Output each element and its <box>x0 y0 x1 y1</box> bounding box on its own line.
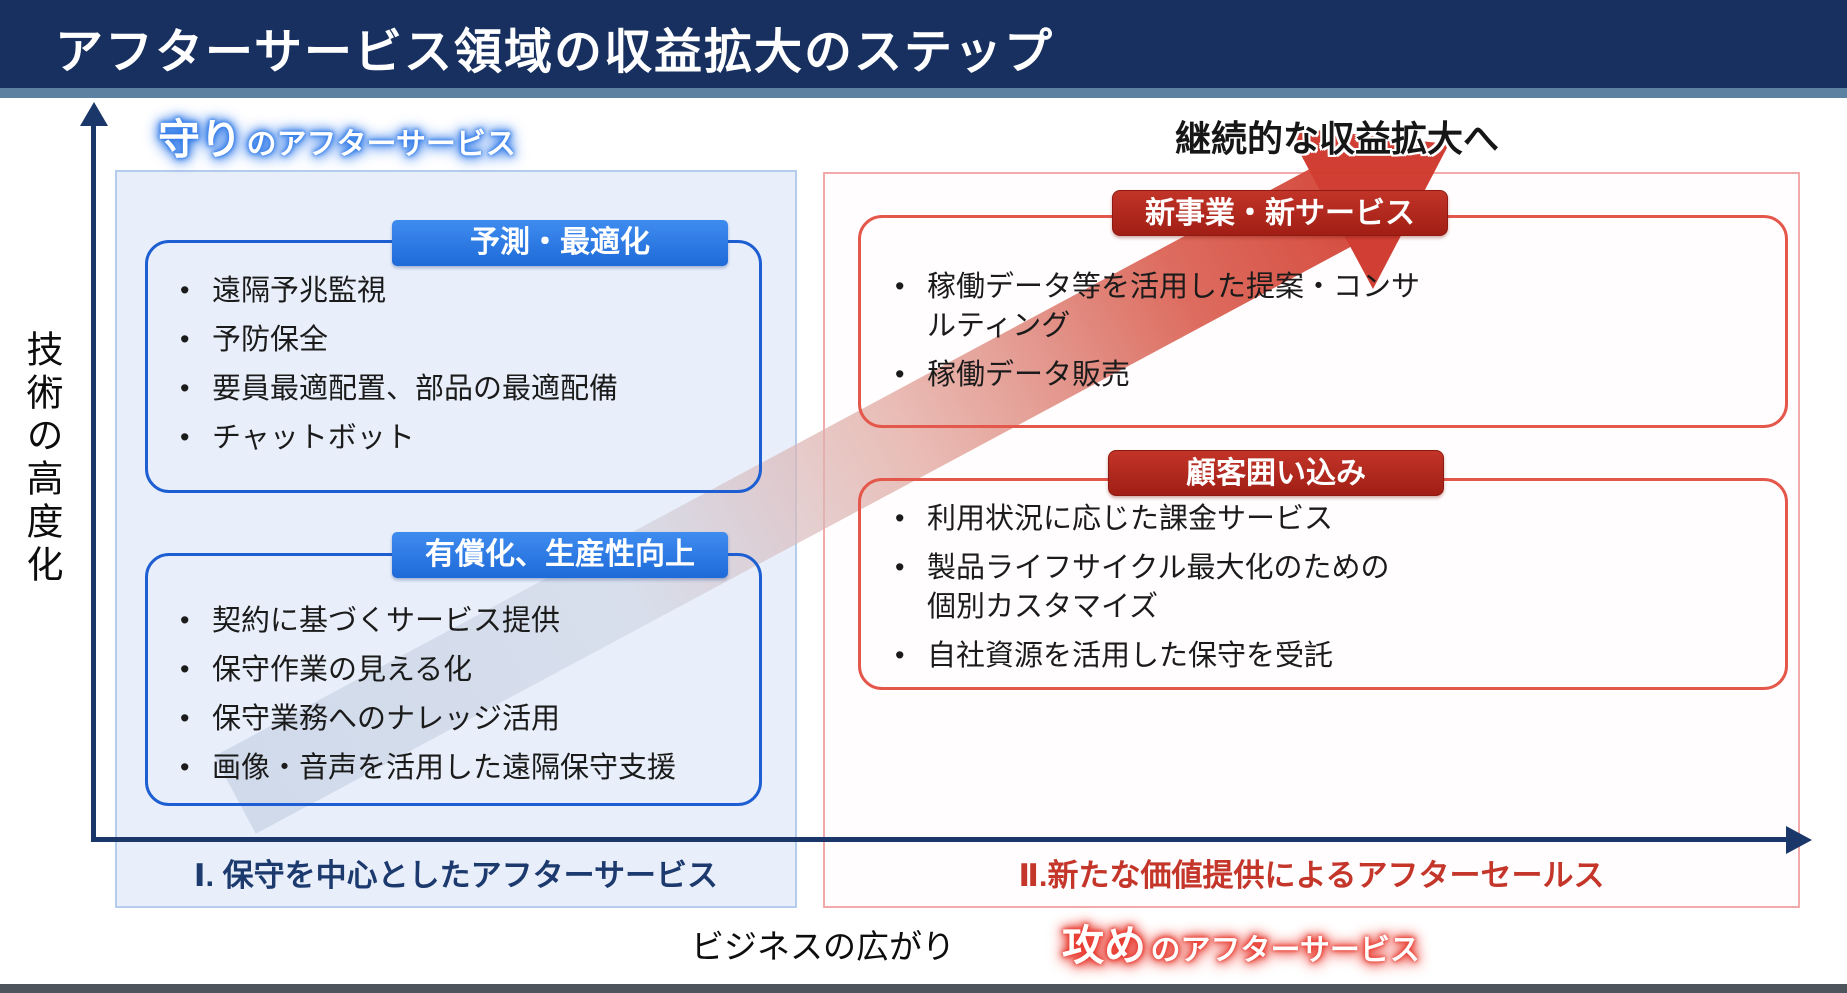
list-item: 製品ライフサイクル最大化のための個別カスタマイズ <box>885 549 1409 627</box>
x-axis-arrowhead-icon <box>1786 826 1812 854</box>
list-item: 保守作業の見える化 <box>170 651 676 690</box>
x-axis <box>91 837 1791 842</box>
monetization-box-header: 有償化、生産性向上 <box>392 532 728 578</box>
monetization-box-list: 契約に基づくサービス提供 保守作業の見える化 保守業務へのナレッジ活用 画像・音… <box>170 602 676 799</box>
offense-label-rest: のアフターサービス <box>1150 934 1420 967</box>
header-bar: アフターサービス領域の収益拡大のステップ <box>0 0 1847 88</box>
prediction-box-header: 予測・最適化 <box>392 220 728 266</box>
goal-label: 継続的な収益拡大へ <box>1175 118 1500 159</box>
header-underline <box>0 88 1847 98</box>
list-item: 画像・音声を活用した遠隔保守支援 <box>170 749 676 788</box>
defense-service-label: 守り のアフターサービス <box>158 106 516 167</box>
bottom-strip <box>0 984 1847 993</box>
list-item: 予防保全 <box>170 321 618 360</box>
new-business-box-header: 新事業・新サービス <box>1112 190 1448 236</box>
y-axis-arrowhead-icon <box>80 102 108 126</box>
list-item: 契約に基づくサービス提供 <box>170 602 676 641</box>
defense-label-emphasis: 守り <box>158 116 243 163</box>
list-item: 利用状況に応じた課金サービス <box>885 500 1409 539</box>
list-item: 遠隔予兆監視 <box>170 272 618 311</box>
list-item: 稼働データ販売 <box>885 356 1445 395</box>
list-item: 稼働データ等を活用した提案・コンサルティング <box>885 268 1445 346</box>
list-item: 保守業務へのナレッジ活用 <box>170 700 676 739</box>
zone1-label: Ⅰ. 保守を中心としたアフターサービス <box>193 858 719 893</box>
slide-title: アフターサービス領域の収益拡大のステップ <box>55 26 1055 79</box>
new-business-box-list: 稼働データ等を活用した提案・コンサルティング 稼働データ販売 <box>885 268 1445 405</box>
list-item: チャットボット <box>170 419 618 458</box>
customer-lockin-box-header: 顧客囲い込み <box>1108 450 1444 496</box>
defense-label-rest: のアフターサービス <box>246 128 516 161</box>
x-axis-label: ビジネスの広がり <box>691 928 955 965</box>
zone2-label: Ⅱ.新たな価値提供によるアフターセールス <box>1018 858 1605 893</box>
offense-service-label: 攻め のアフターサービス <box>1062 912 1420 973</box>
offense-label-emphasis: 攻め <box>1062 922 1147 969</box>
y-axis-label: 技術の高度化 <box>21 330 62 588</box>
customer-lockin-box-list: 利用状況に応じた課金サービス 製品ライフサイクル最大化のための個別カスタマイズ … <box>885 500 1409 687</box>
list-item: 自社資源を活用した保守を受託 <box>885 637 1409 676</box>
list-item: 要員最適配置、部品の最適配備 <box>170 370 618 409</box>
y-axis <box>91 122 96 840</box>
prediction-box-list: 遠隔予兆監視 予防保全 要員最適配置、部品の最適配備 チャットボット <box>170 272 618 469</box>
